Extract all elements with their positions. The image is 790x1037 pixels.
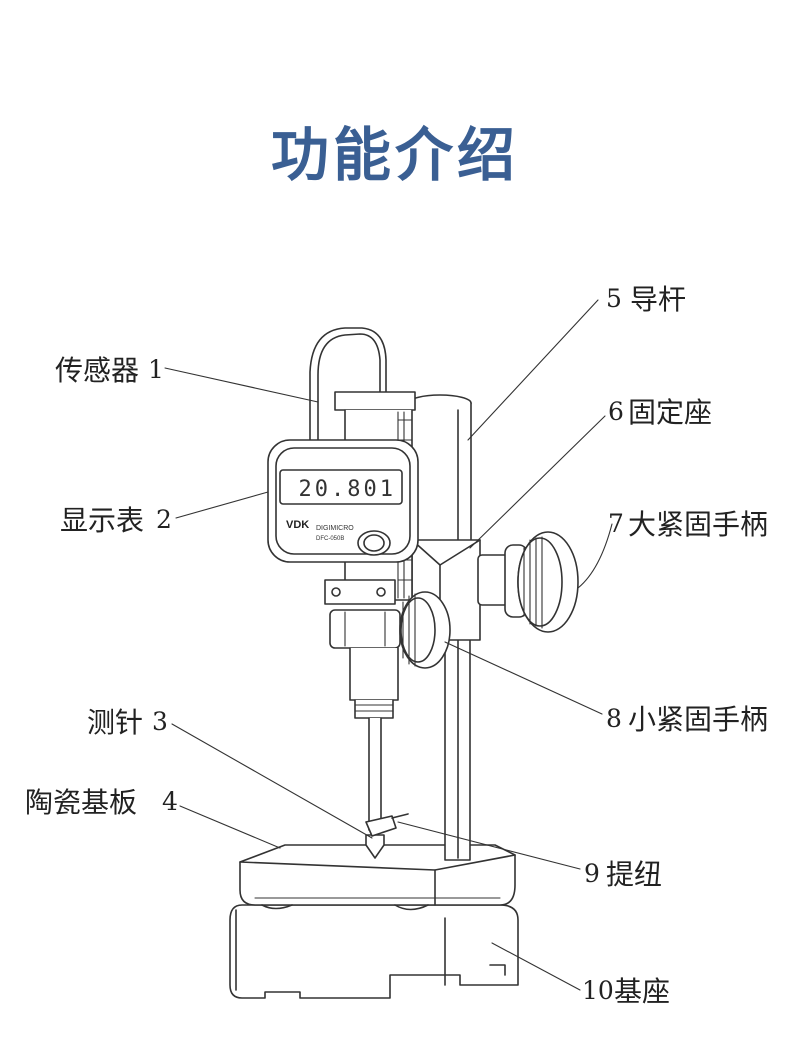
callout-text: 传感器 bbox=[55, 354, 139, 387]
display-gauge: 20.801 VDK DIGIMICRO DFC-050B bbox=[267, 439, 419, 563]
callout-number: 2 bbox=[156, 505, 172, 534]
callout-text: 固定座 bbox=[628, 396, 712, 429]
callout-large-handle: 7 大紧固手柄 bbox=[608, 508, 768, 541]
callout-sensor: 传感器 1 bbox=[55, 354, 164, 387]
base-block bbox=[229, 904, 519, 999]
callout-guide-rod: 5 导杆 bbox=[606, 283, 686, 316]
callout-number: 1 bbox=[148, 355, 164, 384]
leader-lines bbox=[164, 299, 613, 991]
large-clamp-handle bbox=[477, 531, 579, 633]
callout-text: 提纽 bbox=[606, 858, 662, 891]
callout-lift-knob: 9 提纽 bbox=[584, 858, 662, 891]
model-line-2: DFC-050B bbox=[316, 536, 344, 542]
clamp-block bbox=[324, 579, 401, 649]
callout-text: 小紧固手柄 bbox=[628, 703, 768, 736]
sensor-cable bbox=[309, 327, 387, 456]
callout-text: 测针 bbox=[87, 706, 143, 739]
callout-number: 9 bbox=[584, 859, 600, 888]
callout-text: 陶瓷基板 bbox=[25, 786, 137, 819]
small-clamp-handle bbox=[399, 591, 451, 669]
callout-number: 10 bbox=[582, 976, 614, 1005]
display-reading: 20.801 bbox=[299, 477, 396, 502]
probe-stem bbox=[349, 647, 399, 859]
callout-small-handle: 8 小紧固手柄 bbox=[606, 703, 768, 736]
model-line-1: DIGIMICRO bbox=[316, 525, 354, 532]
callout-base: 10 基座 bbox=[582, 975, 670, 1008]
callout-number: 8 bbox=[606, 704, 622, 733]
brand-logo: VDK bbox=[286, 519, 309, 531]
callout-text: 基座 bbox=[614, 975, 670, 1008]
callout-number: 6 bbox=[608, 397, 624, 426]
callout-ceramic-plate: 陶瓷基板 4 bbox=[25, 786, 178, 819]
callout-number: 3 bbox=[152, 707, 168, 736]
callout-text: 大紧固手柄 bbox=[628, 508, 768, 541]
lift-knob bbox=[365, 813, 409, 837]
callout-number: 7 bbox=[608, 509, 624, 538]
callout-holder: 6 固定座 bbox=[608, 396, 712, 429]
callout-display: 显示表 2 bbox=[60, 504, 172, 537]
page-title: 功能介绍 bbox=[270, 121, 519, 189]
callout-number: 4 bbox=[162, 787, 178, 816]
callout-number: 5 bbox=[606, 284, 622, 313]
callout-text: 导杆 bbox=[630, 283, 686, 316]
callout-probe: 测针 3 bbox=[87, 706, 168, 739]
callout-text: 显示表 bbox=[60, 504, 144, 537]
